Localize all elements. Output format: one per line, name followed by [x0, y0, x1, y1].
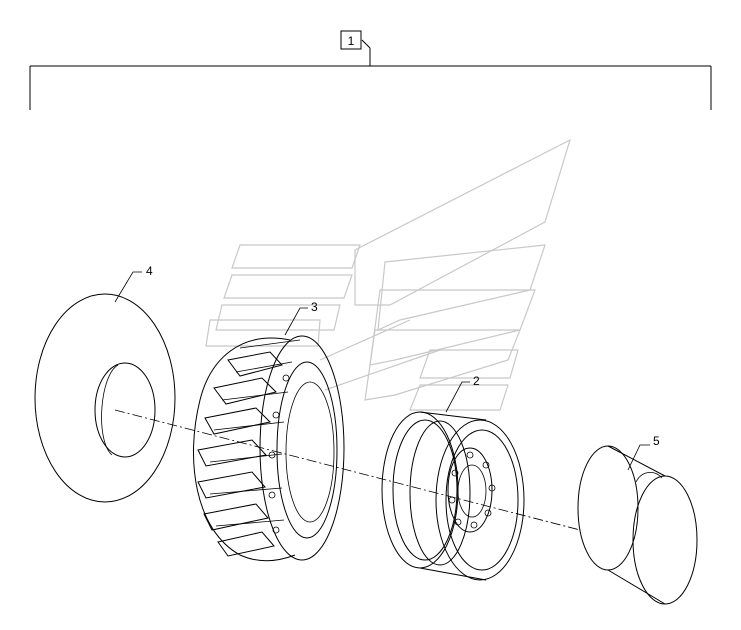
flap: 5 — [577, 434, 698, 605]
callout-label-tire: 3 — [311, 300, 318, 314]
wheel-rim: 2 — [381, 374, 525, 581]
watermark-logo — [205, 138, 571, 411]
center-axis — [114, 409, 581, 531]
callout-label-rim: 2 — [473, 374, 480, 388]
assembly-callout-box — [340, 30, 362, 50]
tire: 3 — [192, 300, 345, 562]
inner-tube: 4 — [34, 264, 176, 503]
assembly-bracket: 1 — [29, 30, 712, 110]
callout-label-tube: 4 — [146, 264, 153, 278]
assembly-callout-label: 1 — [348, 34, 355, 48]
callout-label-flap: 5 — [653, 434, 660, 448]
